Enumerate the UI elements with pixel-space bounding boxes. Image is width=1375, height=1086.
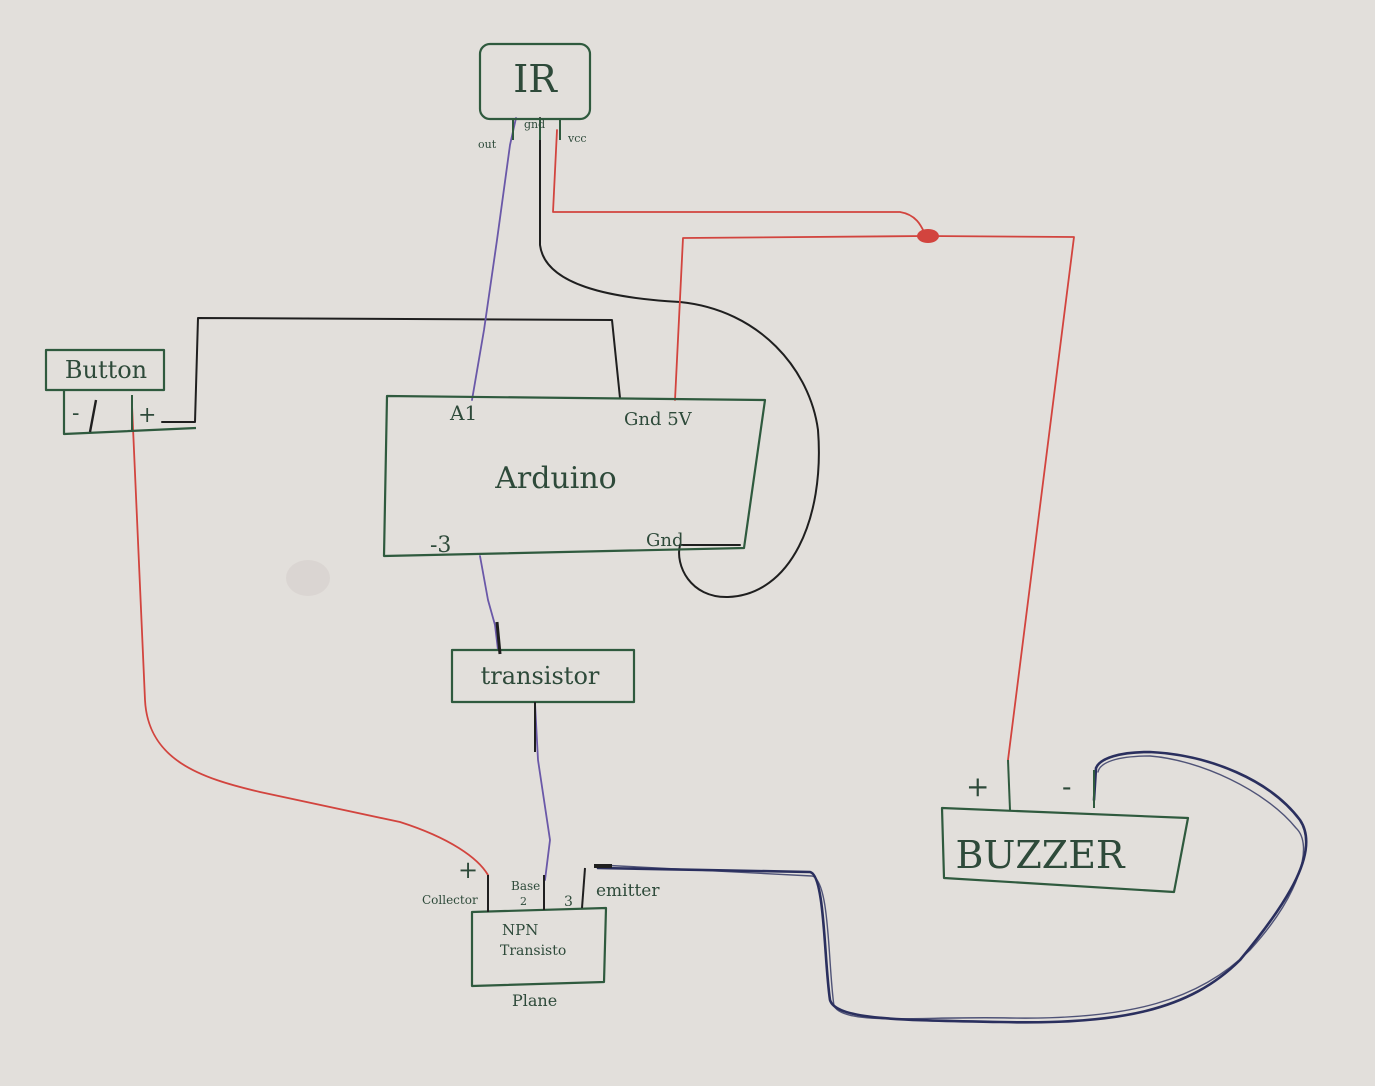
ir-pin-vcc-label: vcc (567, 132, 587, 145)
npn-box (470, 906, 608, 988)
npn-base-number: 2 (520, 895, 527, 908)
ir-pin-gnd-label: gnd (524, 118, 545, 131)
ir-pin-out-label: out (478, 138, 497, 151)
wire-junction-to-arduino-5v (674, 235, 927, 401)
buzzer-pin-plus-label: + (966, 770, 989, 803)
buzzer-pin-minus-label: - (1062, 770, 1071, 803)
npn-transistor-component: NPN Transisto Plane + Collector Base 2 3… (422, 856, 660, 1010)
button-pin-minus-lead (88, 399, 98, 433)
buzzer-box (940, 806, 1190, 894)
arduino-pin-gnd5v-label: Gnd 5V (624, 409, 693, 430)
wire-d3-to-transistor (479, 555, 499, 651)
buzzer-label: BUZZER (955, 833, 1125, 877)
wire-button-to-arduino (161, 317, 621, 423)
transistor-component: transistor (450, 621, 636, 752)
arduino-box (382, 394, 767, 558)
wire-transistor-to-base (534, 702, 551, 881)
wire-junction-dot (917, 229, 939, 243)
paper-smudge (286, 560, 330, 596)
transistor-lead-top (495, 621, 502, 655)
button-base (62, 390, 197, 436)
wire-emitter-to-buzzer-minus (596, 750, 1308, 1024)
npn-collector-label: Collector (422, 893, 478, 907)
ir-sensor: IR out gnd vcc (478, 42, 592, 151)
transistor-label: transistor (481, 662, 600, 690)
wire-emitter-to-buzzer-minus-overtrace (599, 755, 1305, 1020)
arduino-component: Arduino A1 Gnd 5V -3 Gnd (382, 394, 767, 558)
button-pin-plus-label: + (138, 403, 156, 428)
wire-ir-gnd-to-arduino-gnd (539, 117, 820, 599)
button-pin-minus-label: - (72, 401, 79, 426)
buzzer-component: BUZZER + - (940, 759, 1190, 894)
ir-sensor-label: IR (513, 57, 558, 101)
arduino-pin-gnd-label: Gnd (646, 530, 684, 551)
arduino-pin-a1-label: A1 (449, 401, 477, 425)
transistor-box (450, 648, 636, 704)
npn-base-label: Base (511, 879, 540, 893)
npn-below-label: Plane (512, 991, 557, 1010)
button-component: Button - + (44, 348, 197, 436)
npn-label-line2: Transisto (500, 943, 566, 959)
buzzer-plus-lead (1007, 759, 1011, 811)
arduino-label: Arduino (494, 461, 617, 496)
button-label: Button (65, 356, 147, 384)
wire-junction-to-buzzer-plus (925, 235, 1075, 761)
arduino-pin-d3-label: -3 (430, 533, 451, 558)
npn-emitter-lead (581, 867, 586, 909)
wire-button-to-collector (131, 404, 489, 876)
npn-emitter-number: 3 (564, 894, 573, 910)
button-box (44, 348, 166, 392)
npn-collector-sign: + (458, 856, 478, 884)
ir-sensor-box (478, 42, 592, 121)
npn-label-line1: NPN (502, 921, 538, 939)
npn-emitter-label: emitter (596, 881, 660, 901)
